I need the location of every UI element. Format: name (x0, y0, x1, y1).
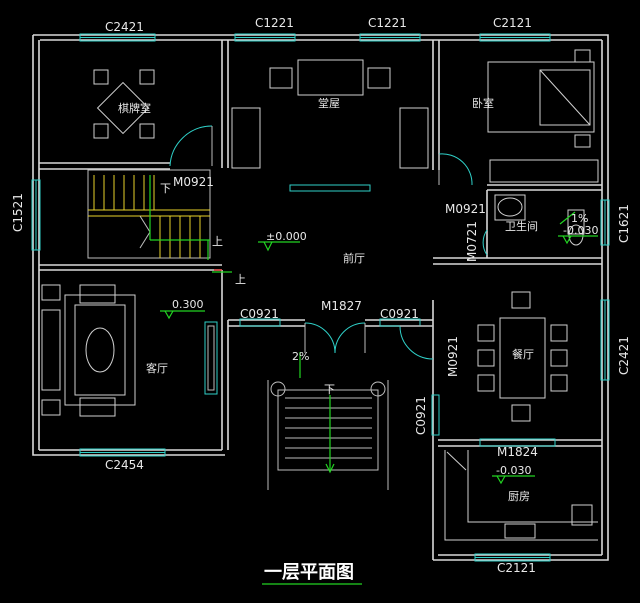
outer-walls (32, 34, 609, 561)
slope-entry: 2% (292, 350, 309, 363)
windows (31, 33, 610, 562)
bathroom-fixtures (494, 194, 585, 246)
entry-down-label: 下 (324, 383, 335, 396)
doors (169, 125, 488, 360)
room-hall: 堂屋 (318, 97, 340, 110)
label-c1221-a: C1221 (255, 16, 294, 30)
label-c1221-b: C1221 (368, 16, 407, 30)
living-sofas (41, 284, 136, 417)
elevation-markers (160, 211, 598, 485)
dining-table (477, 291, 568, 422)
elevation-kitchen: -0.030 (496, 464, 531, 477)
slope-bath: 1% (571, 212, 588, 225)
elevation-living: 0.300 (172, 298, 204, 311)
label-m0921-dining: M0921 (446, 336, 460, 377)
room-foyer: 前厅 (343, 251, 365, 265)
label-c1621: C1621 (617, 204, 631, 243)
stair-entry (267, 380, 389, 490)
plan-title: 一层平面图 (264, 562, 354, 583)
window-c2121-top (479, 33, 551, 42)
label-m0921-left: M0921 (173, 175, 214, 189)
chess-table (93, 69, 155, 139)
room-kitchen: 厨房 (508, 490, 530, 503)
window-c2421-top (79, 33, 156, 42)
room-bedroom: 卧室 (472, 96, 494, 110)
label-m1824: M1824 (497, 445, 538, 459)
window-c1621 (600, 199, 610, 246)
room-bathroom: 卫生间 (505, 219, 538, 233)
label-c2454: C2454 (105, 458, 144, 472)
label-m0721: M0721 (465, 221, 479, 262)
window-c1221-a (234, 33, 296, 42)
kitchen-counter (444, 450, 598, 541)
window-c2421-right (600, 299, 610, 381)
room-living: 客厅 (146, 361, 168, 375)
stair-up-label: 上 (212, 235, 223, 248)
label-c2121-top: C2121 (493, 16, 532, 30)
label-c2121-bottom: C2121 (497, 561, 536, 575)
stair-left (87, 169, 211, 259)
elevation-bath: -0.030 (563, 224, 598, 237)
label-m0921-mid: M0921 (445, 202, 486, 216)
label-c0921-a: C0921 (240, 307, 279, 321)
window-c0921-c (431, 394, 440, 436)
label-c2421-top: C2421 (105, 20, 144, 34)
window-c0921-a (239, 318, 281, 327)
window-c1221-b (359, 33, 421, 42)
label-c0921-c: C0921 (414, 396, 428, 435)
room-dining: 餐厅 (512, 347, 534, 361)
label-c2421-right: C2421 (617, 336, 631, 375)
bedroom-bed (487, 49, 599, 183)
window-c1521 (31, 179, 41, 251)
hall-furniture (231, 59, 429, 192)
window-m1824 (479, 438, 556, 447)
elevation-zero: ±0.000 (266, 230, 307, 243)
label-c0921-b: C0921 (380, 307, 419, 321)
label-m1827: M1827 (321, 299, 362, 313)
interior-walls (39, 40, 602, 450)
label-c1521: C1521 (11, 193, 25, 232)
room-chess: 棋牌室 (118, 101, 151, 115)
window-living-bay (204, 321, 218, 395)
window-c2454 (79, 448, 166, 457)
stair-down-label: 下 (160, 182, 171, 195)
window-c2121-bottom (474, 553, 551, 562)
stair-up-label-2: 上 (235, 273, 246, 286)
